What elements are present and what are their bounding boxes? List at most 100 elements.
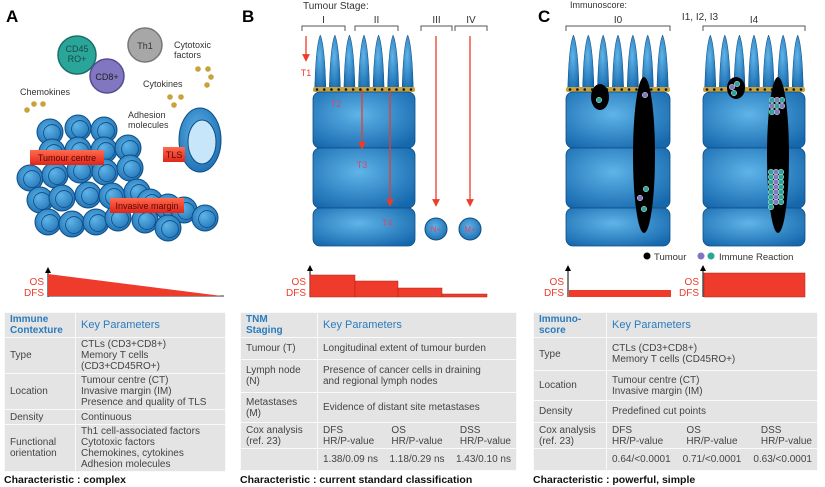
tumour-cell-nucleus: [41, 214, 59, 232]
molecule-dot: [24, 107, 30, 113]
epithelial-villus: [582, 34, 595, 89]
memory-t-cell-dot: [769, 102, 776, 109]
membrane-nucleus: [322, 88, 326, 91]
membrane-nucleus: [568, 88, 572, 91]
membrane-nucleus: [359, 88, 362, 91]
tumour-layer: [702, 91, 806, 149]
row-label: Type: [4, 337, 76, 374]
membrane-nucleus: [785, 88, 788, 91]
memory-t-cell-dot: [779, 102, 786, 109]
table-row: Tumour (T)Longitudinal extent of tumour …: [240, 337, 517, 360]
tumour-cell-nucleus: [123, 160, 141, 178]
membrane-nucleus: [649, 88, 653, 91]
basement-membrane: [313, 87, 415, 92]
tumour-cell-nucleus: [23, 170, 41, 188]
row-label: Metastases (M): [240, 392, 318, 423]
tumour-cell-nucleus: [55, 190, 73, 208]
invasive-margin-label-box: [110, 198, 184, 213]
cd8-cell-dot: [641, 205, 648, 212]
row-value: Tumour centre (CT) Invasive margin (IM): [606, 370, 818, 401]
epithelial-villus: [597, 34, 610, 89]
tumour-cell-nucleus: [65, 216, 83, 234]
table-header: TNM Staging: [240, 312, 318, 338]
epithelial-villus: [748, 34, 760, 89]
value-line: Tumour centre (CT): [81, 375, 169, 386]
tls-label: TLS: [166, 150, 183, 160]
dfs-label: DFS: [24, 288, 44, 299]
row-label: Location: [4, 373, 76, 410]
membrane-nucleus: [720, 88, 723, 91]
stage-bracket-IV-label: IV: [466, 15, 476, 26]
value-line: Th1 cell-associated factors: [81, 426, 200, 437]
invasive-margin-label: Invasive margin: [115, 201, 178, 211]
immune-reaction-legend-label: Immune Reaction: [719, 252, 793, 263]
basement-membrane: [566, 87, 670, 92]
table-header: Key Parameters: [75, 312, 226, 338]
th1-label: Th1: [137, 41, 153, 51]
cox-value: 0.64/<0.0001: [612, 454, 671, 465]
membrane-nucleus: [366, 88, 369, 91]
cd8-cell-dot: [731, 89, 738, 96]
lymph-node: [424, 217, 448, 241]
tumour-centre-label-box: [30, 150, 104, 165]
tumour-legend-label: Tumour: [654, 252, 686, 263]
tumour-centre-label: Tumour centre: [38, 153, 96, 163]
memory-t-cell-dot: [774, 108, 781, 115]
value-line: Adhesion molecules: [81, 459, 171, 470]
membrane-nucleus: [330, 88, 333, 91]
cd8-cell-dot: [778, 183, 785, 190]
cox-header: OS HR/P-value: [686, 424, 738, 447]
row-label: Density: [4, 409, 76, 425]
tumour-legend-icon: [643, 252, 651, 260]
row-value: Evidence of distant site metastases: [317, 392, 517, 423]
tumour-stage-title: Tumour Stage:: [303, 1, 369, 12]
characteristic-b: Characteristic : current standard classi…: [240, 474, 473, 486]
os-label: OS: [550, 277, 565, 288]
stage-bracket-I: [301, 25, 346, 31]
os-label: OS: [30, 277, 45, 288]
cd8-cell-dot: [768, 168, 775, 175]
epithelial-villus: [626, 34, 639, 89]
epithelial-villus: [704, 34, 717, 89]
dfs-label: DFS: [679, 288, 699, 299]
cox-value: 1.43/0.10 ns: [455, 454, 511, 465]
membrane-nucleus: [657, 88, 660, 91]
cytokines-label: Cytokines: [143, 79, 183, 89]
memory-t-cell-dot: [642, 91, 649, 98]
tumour-invasion: [591, 84, 609, 110]
epithelial-villus: [612, 34, 624, 89]
tumour-cell-nucleus: [161, 220, 179, 238]
tumour-invasion: [633, 77, 655, 233]
molecule-dot: [167, 94, 173, 100]
molecule-dot: [195, 66, 201, 72]
epithelial-villus: [733, 34, 746, 89]
dfs-label: DFS: [544, 288, 564, 299]
cd8-cell-dot: [778, 173, 785, 180]
membrane-nucleus: [756, 88, 759, 91]
epithelial-villus: [401, 34, 414, 89]
epithelial-villus: [567, 34, 580, 89]
cd8-cell-dot: [769, 108, 776, 115]
epithelial-villus: [343, 34, 356, 89]
membrane-nucleus: [344, 88, 348, 91]
table-header: Immuno- score: [533, 312, 607, 338]
stage-bracket-II: [354, 25, 399, 31]
row-label: Cox analysis (ref. 23): [533, 422, 607, 449]
value-line: Invasive margin (IM): [81, 386, 172, 397]
membrane-nucleus: [576, 88, 579, 91]
value-line: (CD3+CD45RO+): [81, 361, 160, 372]
panel-letter-c: C: [538, 7, 550, 26]
cd45ro-cell: [57, 35, 97, 75]
chemokines-label: Chemokines: [20, 87, 71, 97]
cd8-cell-dot: [768, 183, 775, 190]
